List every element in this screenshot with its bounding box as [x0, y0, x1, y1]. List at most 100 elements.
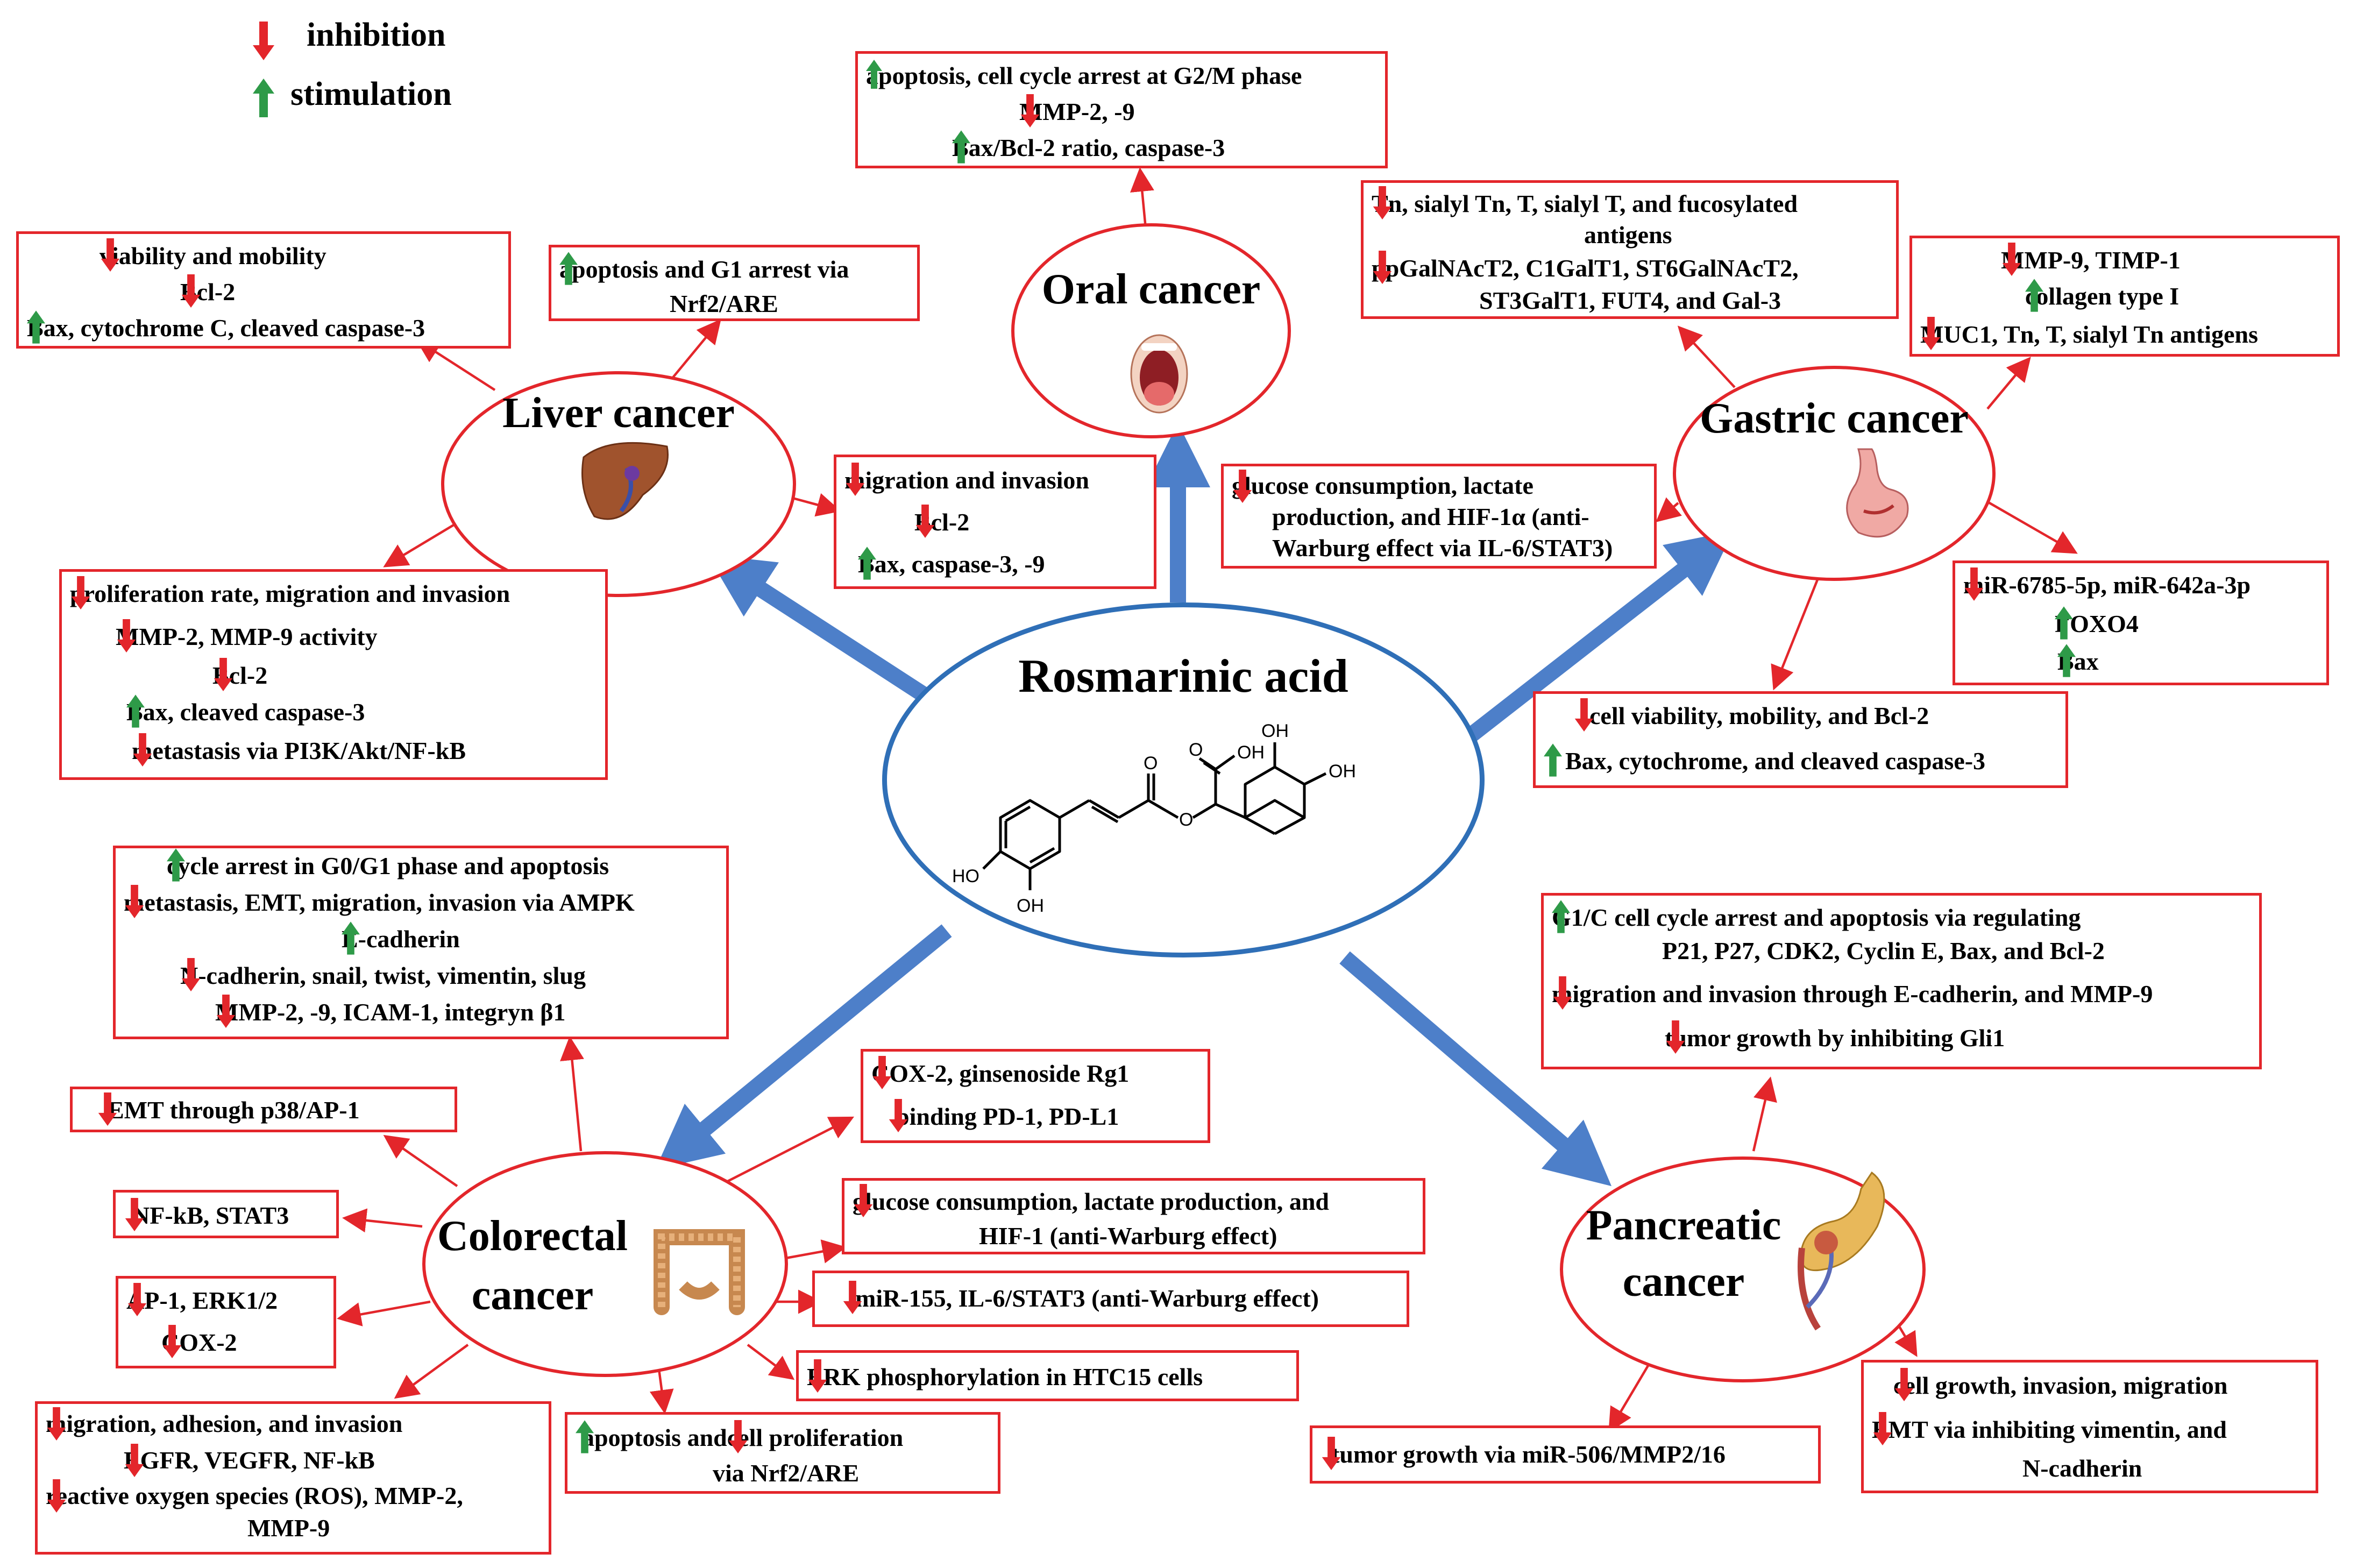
gastric-effects-box-e: cell viability, mobility, and Bcl-2 Bax,… [1533, 691, 2068, 788]
box-line: EMT through p38/AP-1 [108, 1096, 360, 1124]
box-line: COX-2, ginsenoside Rg1 [871, 1060, 1130, 1087]
inhibition-arrow-icon [1322, 1437, 1341, 1470]
legend: inhibition stimulation [237, 11, 516, 118]
box-line: cell growth, invasion, migration [1893, 1372, 2228, 1399]
inhibition-arrow-icon [808, 1359, 827, 1393]
box-line: binding PD-1, PD-L1 [896, 1103, 1119, 1130]
box-line: miR-6785-5p, miR-642a-3p [1963, 571, 2251, 599]
gastric-effects-box-a: Tn, sialyl Tn, T, sialyl T, and fucosyla… [1361, 180, 1899, 319]
stimulation-arrow-icon [2057, 644, 2076, 677]
box-line: AP-1, ERK1/2 [126, 1287, 278, 1314]
box-line: production, and HIF-1α (anti- [1272, 503, 1589, 530]
stimulation-arrow-icon [576, 1420, 594, 1453]
gastric-effects-box-b: MMP-9, TIMP-1 collagen type I MUC1, Tn, … [1909, 236, 2340, 357]
box-line: EGFR, VEGFR, NF-kB [124, 1446, 375, 1474]
box-line: MMP-2, -9 [1019, 98, 1135, 125]
box-line: MMP-2, MMP-9 activity [116, 623, 378, 650]
oral-effects-box: apoptosis, cell cycle arrest at G2/M pha… [855, 51, 1388, 168]
box-line: cell viability, mobility, and Bcl-2 [1589, 702, 1929, 729]
box-line: metastasis via PI3K/Akt/NF-kB [132, 737, 466, 764]
inhibition-arrow-icon [1574, 698, 1594, 732]
inhibition-arrow-icon [1373, 251, 1392, 284]
colorectal-erk-box: ERK phosphorylation in HTC15 cells [796, 1350, 1299, 1401]
box-line: Bax, cleaved caspase-3 [126, 698, 365, 726]
box-line: reactive oxygen species (ROS), MMP-2, [46, 1482, 463, 1509]
inhibition-arrow-icon [1553, 976, 1572, 1010]
inhibition-arrow-icon [101, 238, 120, 272]
box-line: glucose consumption, lactate [1232, 472, 1534, 499]
o-label-ester: O [1179, 810, 1193, 830]
inhibition-arrow-icon [1373, 186, 1392, 219]
box-line: MUC1, Tn, T, sialyl Tn antigens [1920, 321, 2258, 348]
inhibition-arrow-icon [1666, 1020, 1685, 1054]
box-line: migration and invasion through E-cadheri… [1552, 980, 2153, 1008]
gastric-effects-box-d: miR-6785-5p, miR-642a-3p FOXO4 Bax [1953, 560, 2329, 685]
gastric-cancer-ellipse [1673, 366, 1996, 581]
inhibition-arrow-icon [915, 505, 935, 538]
box-line: MMP-9 [247, 1514, 330, 1542]
box-line: G1/C cell cycle arrest and apoptosis via… [1552, 904, 2081, 931]
box-line: apoptosis and [582, 1424, 727, 1451]
stomach-icon [1846, 448, 1909, 538]
center-title: Rosmarinic acid [1018, 650, 1348, 703]
box-line: viability and mobility [100, 242, 326, 269]
stimulation-arrow-icon [2025, 279, 2043, 312]
inhibition-arrow-icon [872, 1056, 892, 1089]
inhibition-arrow-icon [728, 1420, 747, 1453]
box-line: proliferation rate, migration and invasi… [70, 580, 510, 607]
inhibition-arrow-icon [181, 274, 201, 308]
colorectal-emt-box: EMT through p38/AP-1 [70, 1087, 457, 1132]
inhibition-arrow-icon [2002, 243, 2021, 276]
box-line: MMP-2, -9, ICAM-1, integryn β1 [215, 998, 566, 1026]
oh-label-1: OH [1017, 896, 1044, 916]
inhibition-arrow-icon [47, 1407, 66, 1441]
stimulation-arrow-icon [1544, 743, 1562, 777]
inhibition-arrow-icon [1894, 1368, 1914, 1401]
box-line: Bax, cytochrome, and cleaved caspase-3 [1565, 747, 1986, 775]
pancreas-icon [1798, 1171, 1885, 1331]
stimulation-arrow-icon [952, 130, 970, 164]
inhibition-arrow-icon [125, 1444, 144, 1477]
stimulation-arrow-icon [27, 310, 45, 344]
stimulation-arrow-icon [2055, 606, 2073, 640]
inhibition-arrow-icon [125, 1198, 144, 1231]
box-line: N-cadherin [2022, 1455, 2142, 1482]
box-line: migration and invasion [844, 466, 1089, 494]
box-line: metastasis, EMT, migration, invasion via… [124, 889, 635, 916]
mouth-icon [1130, 334, 1188, 414]
inhibition-arrow-icon [127, 1283, 147, 1316]
inhibition-arrow-icon [133, 733, 152, 767]
rosmarinic-acid-structure: HO OH O O O OH OH OH [952, 721, 1356, 916]
stimulation-arrow-icon [342, 921, 360, 955]
legend-inhibition: inhibition [307, 17, 446, 53]
oh-label-3: OH [1329, 761, 1356, 782]
o-label-carbonyl: O [1144, 753, 1158, 774]
colorectal-mir155-box: miR-155, IL-6/STAT3 (anti-Warburg effect… [812, 1271, 1409, 1327]
box-line: antigens [1584, 221, 1672, 249]
box-line: collagen type I [2025, 282, 2179, 310]
box-line: ST3GalT1, FUT4, and Gal-3 [1479, 287, 1781, 314]
box-line: Bax/Bcl-2 ratio, caspase-3 [952, 134, 1225, 161]
pancreatic-tumor-box: tumor growth via miR-506/MMP2/16 [1310, 1425, 1821, 1484]
colorectal-effects-box-top: cycle arrest in G0/G1 phase and apoptosi… [113, 846, 729, 1039]
pancreatic-cancer-title-1: Pancreatic [1586, 1202, 1781, 1249]
box-line: cell proliferation [727, 1424, 904, 1451]
colorectal-cox2-box: COX-2, ginsenoside Rg1 binding PD-1, PD-… [861, 1049, 1210, 1143]
box-line: Warburg effect via IL-6/STAT3) [1272, 534, 1613, 562]
rosmarinic-acid-ellipse [882, 602, 1485, 957]
stimulation-arrow-icon [167, 848, 185, 882]
box-line: Bax, caspase-3, -9 [858, 550, 1045, 578]
inhibition-arrow-icon [1964, 567, 1984, 601]
colorectal-cancer-title-1: Colorectal [437, 1212, 628, 1260]
pancreatic-cell-box: cell growth, invasion, migration EMT via… [1861, 1360, 2318, 1493]
box-line: glucose consumption, lactate production,… [853, 1188, 1330, 1215]
box-line: tumor growth via miR-506/MMP2/16 [1331, 1441, 1726, 1468]
colorectal-nfkb-box: NF-kB, STAT3 [113, 1190, 339, 1238]
box-line: MMP-9, TIMP-1 [2001, 246, 2181, 274]
box-line: E-cadherin [342, 925, 460, 953]
stimulation-arrow-icon [1552, 900, 1570, 933]
legend-stimulation: stimulation [290, 76, 452, 112]
inhibition-arrow-icon [47, 1479, 66, 1513]
